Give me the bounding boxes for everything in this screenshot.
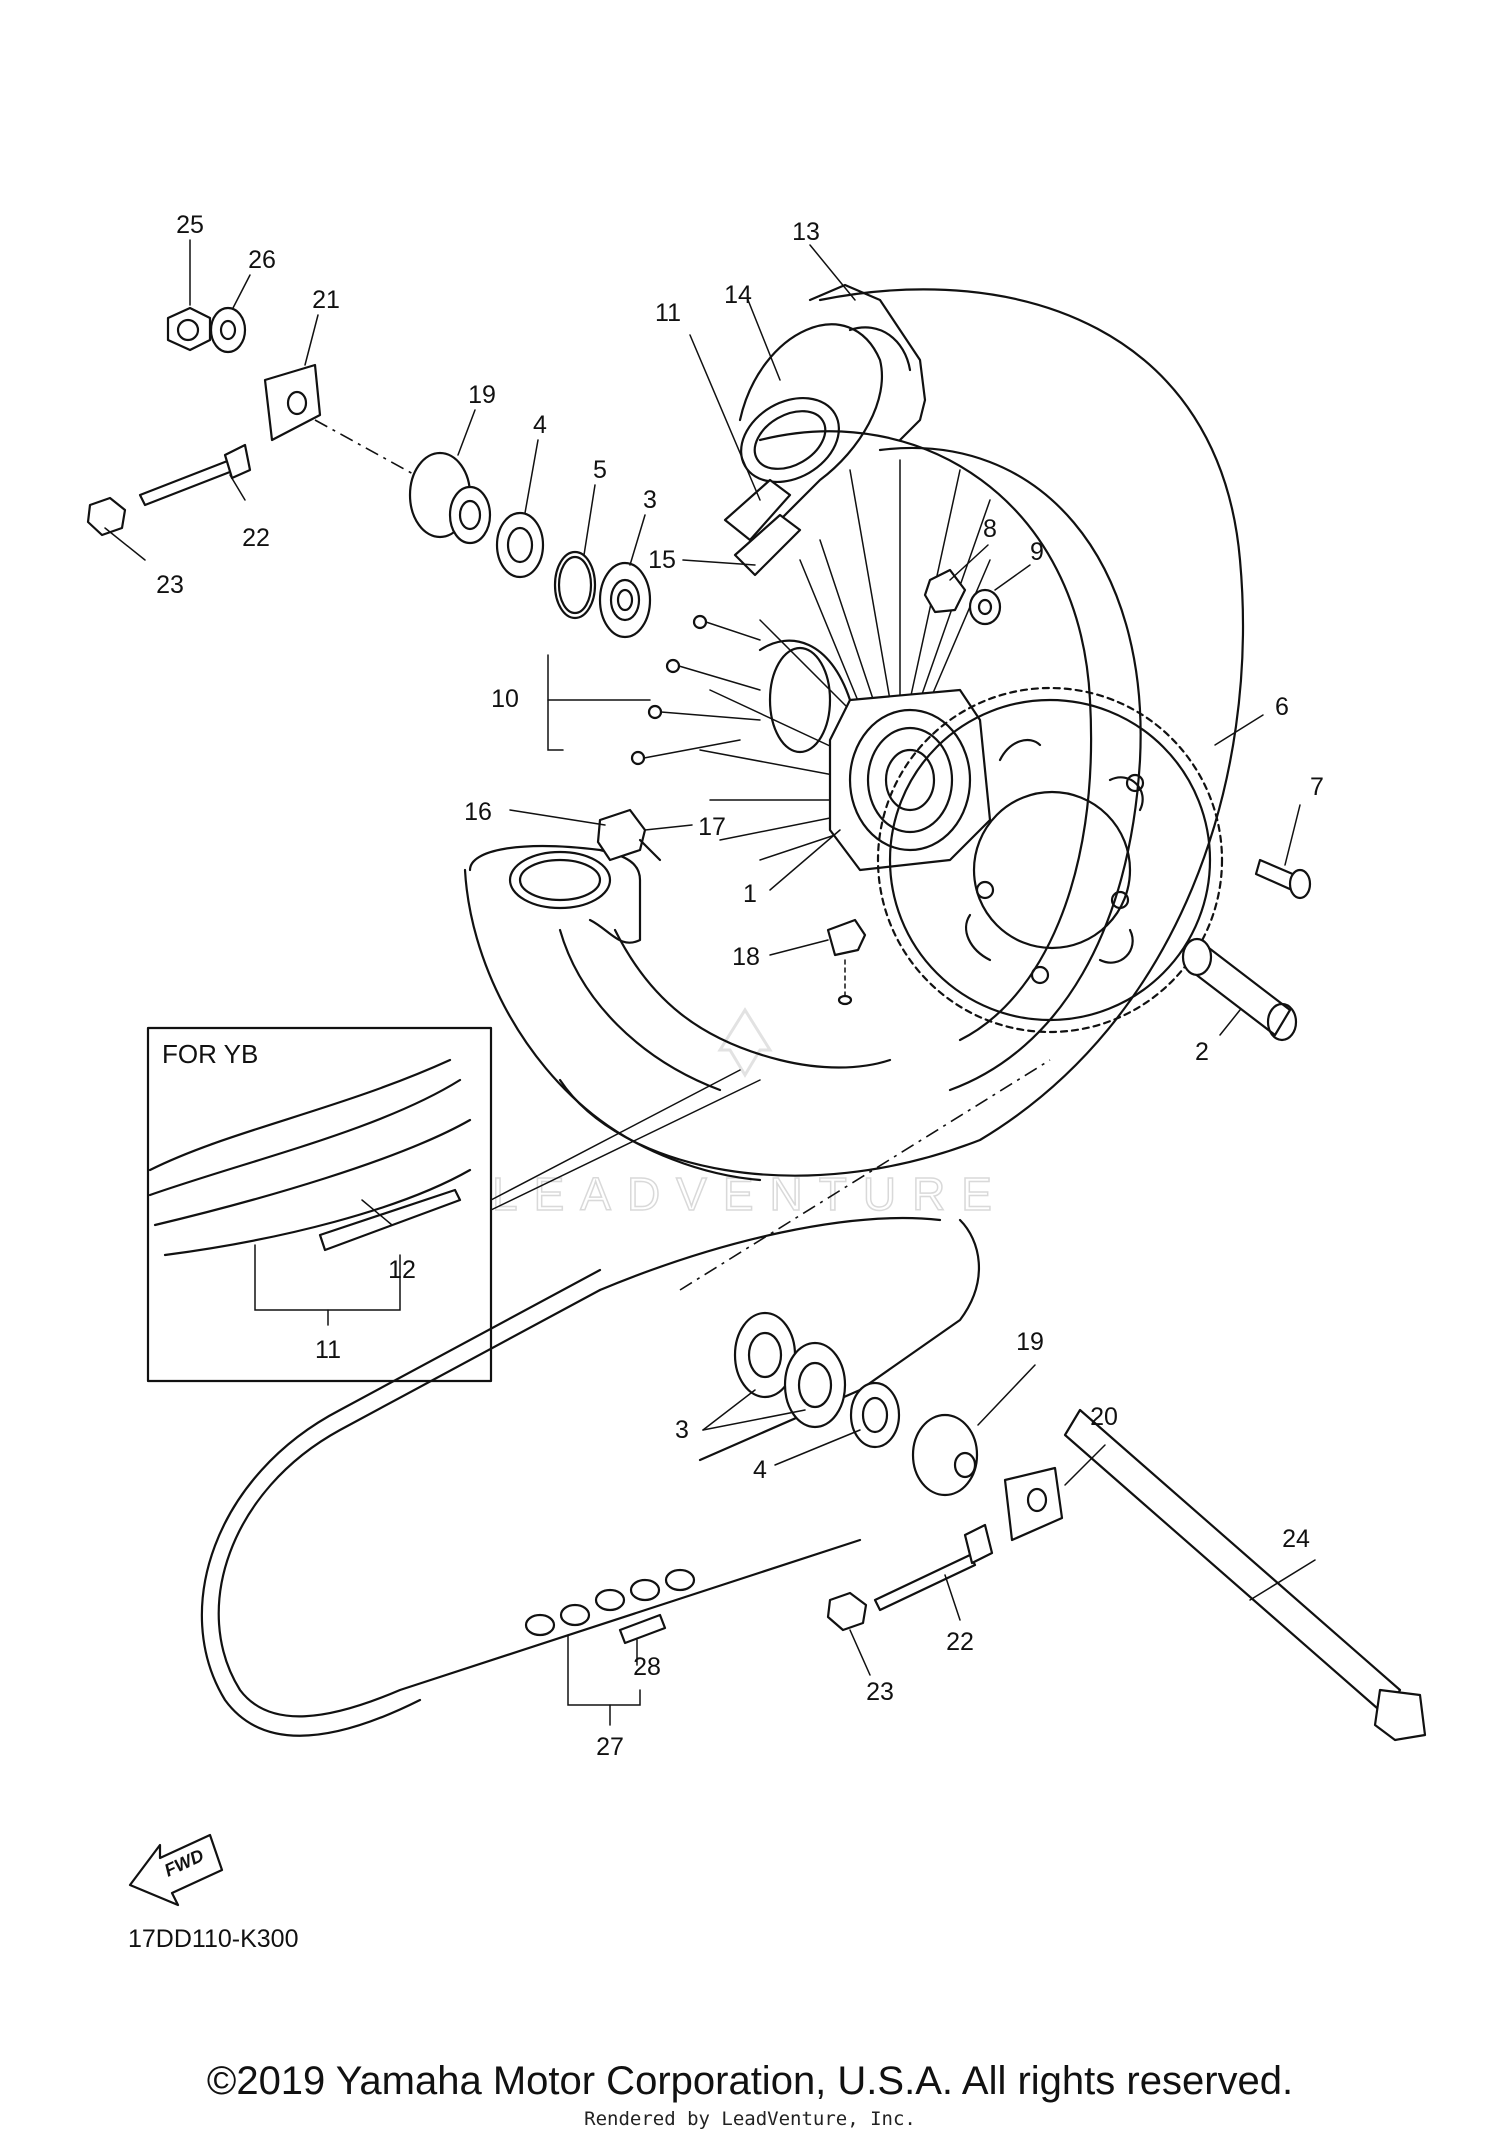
- callout-18: 18: [732, 943, 760, 971]
- nut-and-washer: [923, 568, 1002, 626]
- callout-2: 2: [1195, 1038, 1209, 1066]
- rear-sprocket: [876, 686, 1224, 1034]
- watermark-logo: [717, 1007, 773, 1078]
- chain-joint-27: [524, 1568, 696, 1637]
- tire-illustration: [463, 283, 1245, 1182]
- oil-seal-4-right: [849, 1381, 901, 1449]
- bolt-22-left: [138, 443, 252, 507]
- valve-parts: [596, 808, 662, 862]
- spoke-nipples: [630, 614, 761, 766]
- inset-title: FOR YB: [162, 1039, 258, 1069]
- callout-21: 21: [312, 286, 340, 314]
- rim-band: [723, 478, 802, 577]
- center-line-left: [314, 419, 416, 476]
- callout-22-right: 22: [946, 1628, 974, 1656]
- adjuster-nut-25: [166, 306, 212, 352]
- drive-chain: [200, 1217, 981, 1737]
- rendered-by-notice: Rendered by LeadVenture, Inc.: [584, 2108, 916, 2130]
- collar-19-left: [408, 451, 492, 545]
- callout-5: 5: [593, 456, 607, 484]
- callout-19-right: 19: [1016, 1328, 1044, 1356]
- bearings-3-right: [733, 1311, 847, 1429]
- callout-25: 25: [176, 211, 204, 239]
- reference-code: 17DD110-K300: [128, 1925, 298, 1953]
- callout-24: 24: [1282, 1525, 1310, 1553]
- washer-26: [209, 306, 247, 354]
- oil-seal-4-left: [495, 511, 545, 579]
- callout-12: 12: [388, 1256, 416, 1284]
- callout-10: 10: [491, 685, 519, 713]
- fwd-arrow-icon: [128, 1833, 224, 1907]
- chain-puller-20: [1003, 1466, 1064, 1542]
- callout-19: 19: [468, 381, 496, 409]
- callout-3: 3: [643, 486, 657, 514]
- balance-weight: [826, 918, 867, 1006]
- collar: [1181, 937, 1298, 1042]
- inset-leader-2: [490, 1079, 761, 1211]
- callout-7: 7: [1310, 773, 1324, 801]
- joint-plate-28: [618, 1613, 667, 1645]
- wheel-hub: [758, 639, 992, 872]
- inner-tube: [738, 323, 883, 522]
- axle-24: [1063, 1408, 1427, 1742]
- callout-22: 22: [242, 524, 270, 552]
- nut-23-right: [826, 1591, 868, 1632]
- callout-20: 20: [1090, 1403, 1118, 1431]
- sprocket-bolt: [1254, 858, 1312, 900]
- callout-8: 8: [983, 515, 997, 543]
- callout-27: 27: [596, 1733, 624, 1761]
- inset-leader: [490, 1069, 741, 1201]
- callout-11-inset: 11: [315, 1336, 341, 1364]
- callout-23-right: 23: [866, 1678, 894, 1706]
- callout-4-right: 4: [753, 1456, 767, 1484]
- callout-9: 9: [1030, 538, 1044, 566]
- callout-28: 28: [633, 1653, 661, 1681]
- collar-19-right: [911, 1413, 979, 1497]
- callout-15: 15: [648, 546, 676, 574]
- callout-13: 13: [792, 218, 820, 246]
- chain-puller-21: [263, 363, 322, 442]
- callout-3-right: 3: [675, 1416, 689, 1444]
- inset-for-yb: [146, 1026, 493, 1383]
- callout-14: 14: [724, 281, 752, 309]
- bolt-22-right: [873, 1523, 994, 1612]
- bearing-3-left: [598, 561, 652, 639]
- callout-17: 17: [698, 813, 726, 841]
- nut-23-left: [86, 496, 127, 537]
- circlip-5: [553, 550, 597, 620]
- watermark-text: LEADVENTURE: [492, 1168, 1008, 1220]
- callout-26: 26: [248, 246, 276, 274]
- callout-11: 11: [655, 299, 681, 327]
- callout-23: 23: [156, 571, 184, 599]
- callout-4: 4: [533, 411, 547, 439]
- copyright-notice: ©2019 Yamaha Motor Corporation, U.S.A. A…: [207, 2059, 1293, 2103]
- callout-16: 16: [464, 798, 492, 826]
- callout-6: 6: [1275, 693, 1289, 721]
- leader-lines: [104, 239, 1316, 1726]
- callout-1: 1: [743, 880, 757, 908]
